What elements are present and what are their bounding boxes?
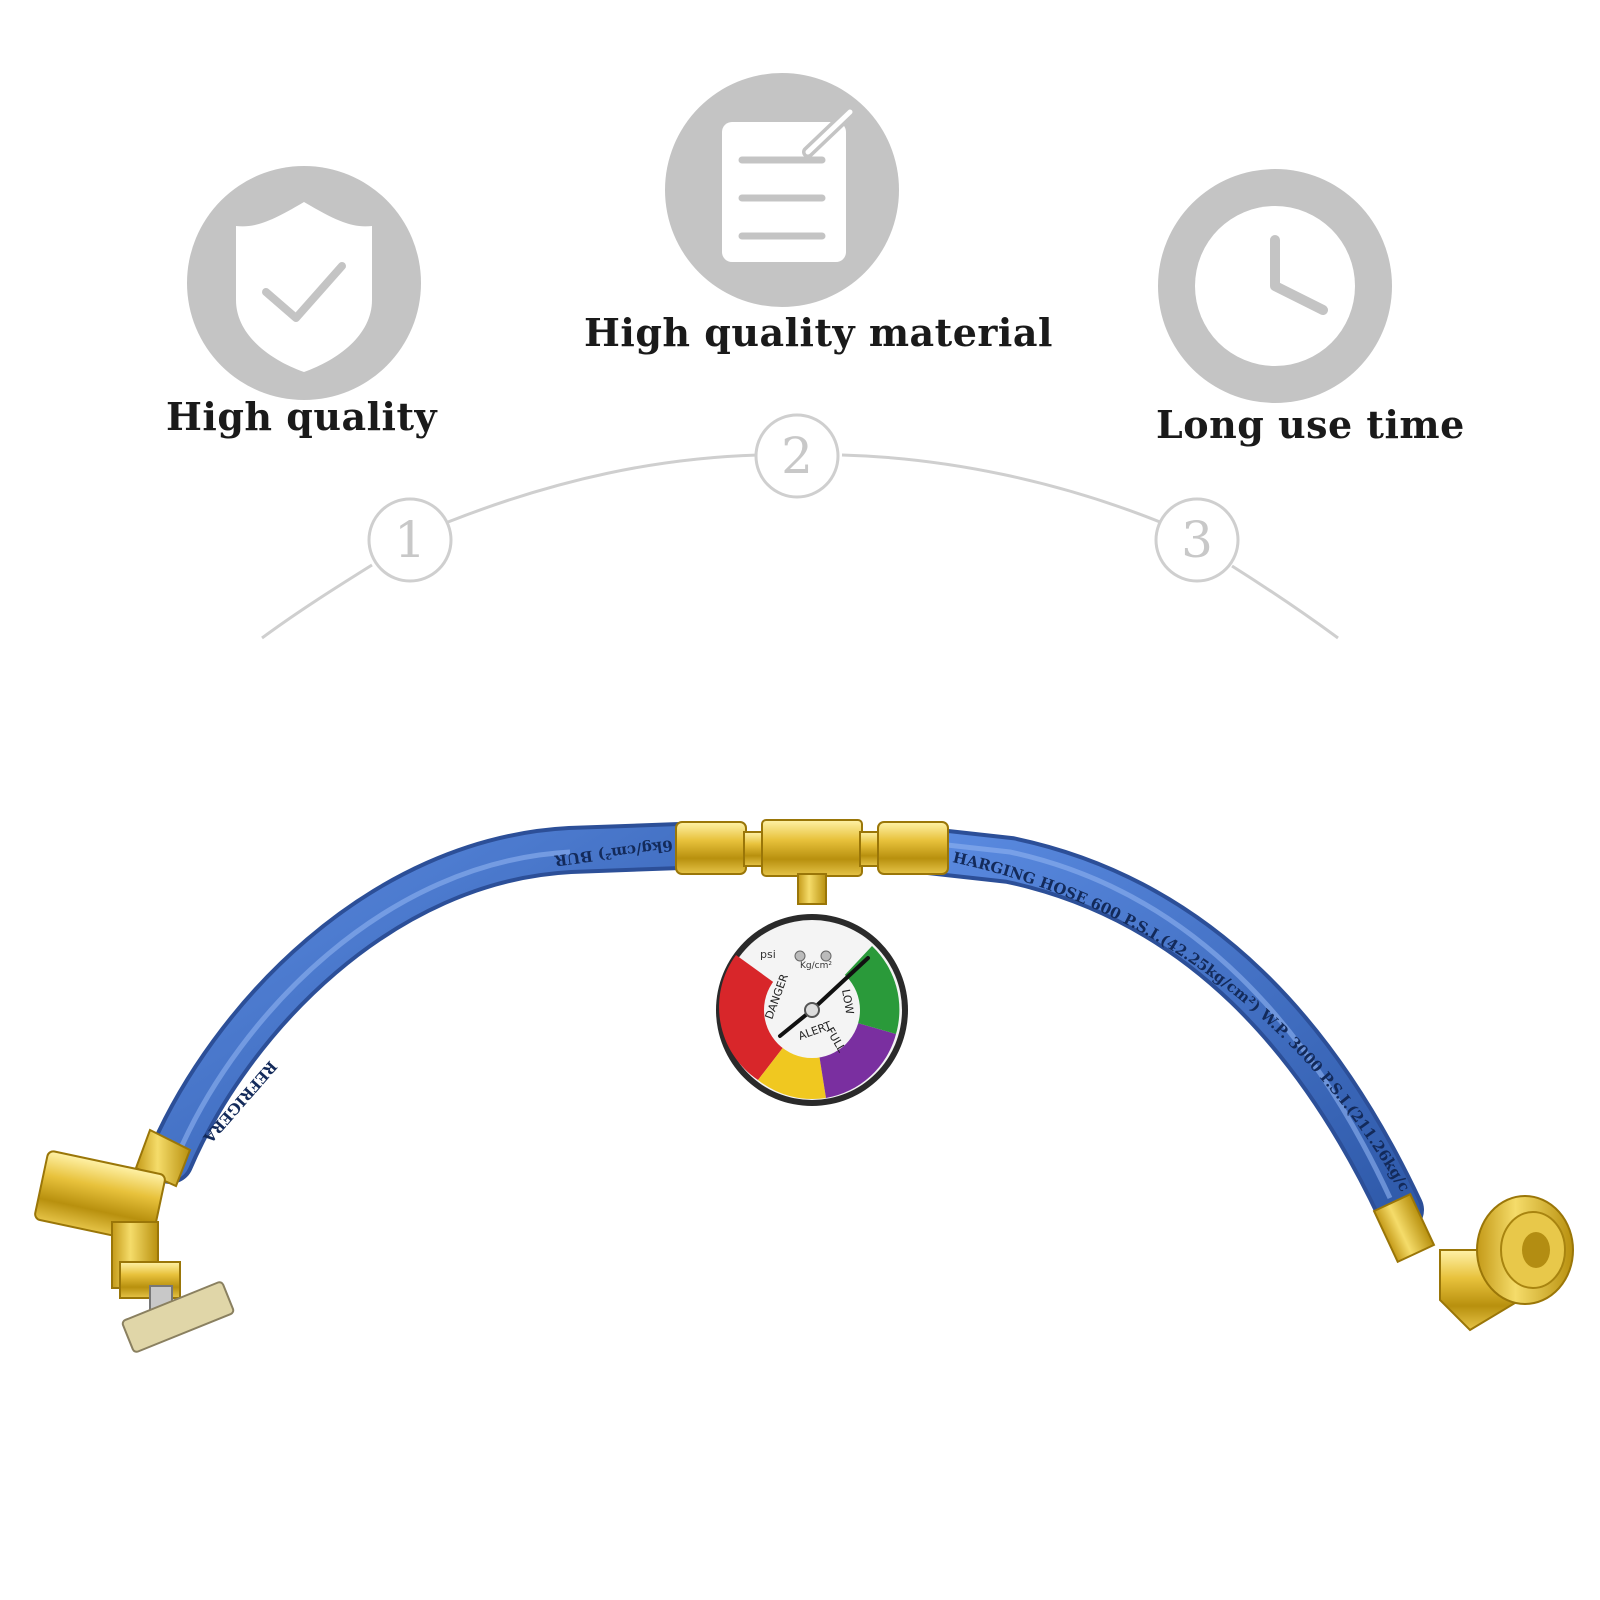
clock-icon (1195, 206, 1355, 366)
gauge-needle (810, 956, 870, 1012)
step-number-2: 2 (781, 427, 813, 485)
feature-icon-2 (665, 73, 899, 307)
feature-label-high-quality: High quality (166, 394, 438, 439)
step-circle-1 (367, 497, 453, 583)
gauge-label-low: LOW (839, 988, 856, 1015)
step-circle-2 (754, 413, 840, 499)
document-pen-icon (722, 106, 856, 262)
brass-tee-fitting (675, 819, 949, 905)
step-number-1: 1 (394, 511, 426, 569)
timeline-arc (261, 413, 1339, 640)
hose-print-left: REFRIGERAN (0, 0, 281, 1147)
gauge-unit-psi: psi (760, 948, 776, 961)
left-valve-fitting (34, 1128, 235, 1353)
step-circle-3 (1154, 497, 1240, 583)
feature-icon-1 (187, 166, 421, 400)
gauge-unit-kg: Kg/cm² (800, 961, 832, 971)
feature-icon-3 (1158, 169, 1392, 403)
step-number-3: 3 (1181, 511, 1213, 569)
right-coupler-fitting (1372, 1192, 1574, 1332)
feature-label-high-quality-material: High quality material (584, 310, 1053, 355)
shield-check-icon (236, 202, 372, 372)
feature-label-long-use-time: Long use time (1156, 402, 1465, 447)
pressure-gauge: psi Kg/cm² DANGER ALERT FULL LOW (716, 914, 908, 1106)
